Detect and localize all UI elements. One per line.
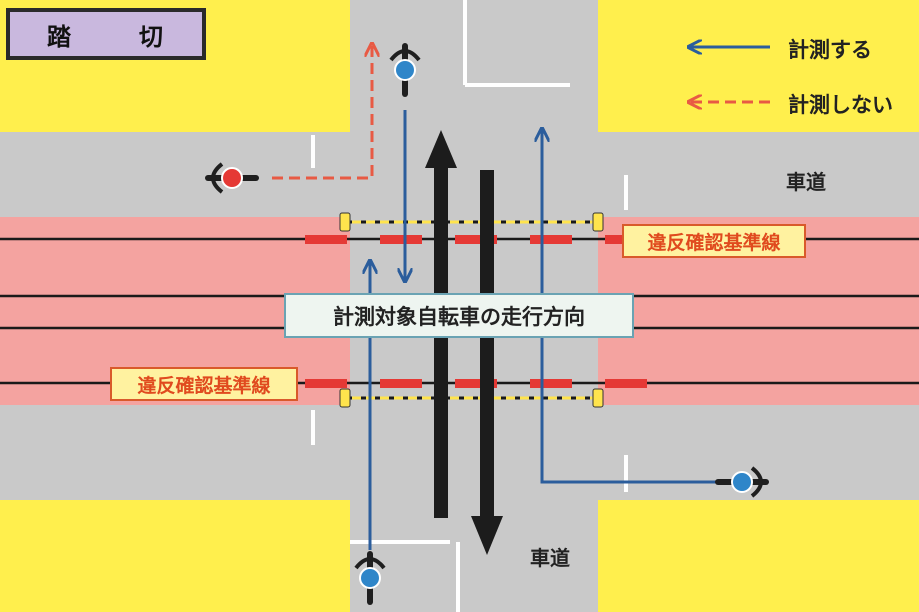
bicycle-icon [389, 43, 421, 97]
lane-markings [311, 0, 628, 612]
title-badge: 踏 切 [6, 8, 206, 60]
legend-label-measured: 計測する [788, 38, 872, 62]
direction-arrow-down [471, 170, 503, 555]
direction-arrow-up [425, 130, 457, 518]
bicycle-icon [354, 551, 386, 605]
direction-label: 計測対象自転車の走行方向 [284, 293, 634, 338]
legend-label-not-measured: 計測しない [788, 93, 893, 117]
bicycle-icon [715, 466, 769, 498]
sidewalk-bottom-left [0, 500, 350, 612]
measured-path-right-turn [542, 130, 725, 484]
reference-line-label-bottom: 違反確認基準線 [110, 367, 298, 401]
reference-line-label-top: 違反確認基準線 [622, 224, 806, 258]
road-label-right: 車道 [786, 170, 826, 194]
sidewalk-top-right [598, 0, 919, 132]
direction-arrows [425, 130, 503, 555]
road-label-bottom: 車道 [530, 546, 570, 570]
sidewalk-bottom-right [598, 500, 919, 612]
violation-reference-lines [339, 212, 604, 408]
not-measured-path [272, 45, 372, 180]
bicycle-icon [205, 162, 259, 194]
